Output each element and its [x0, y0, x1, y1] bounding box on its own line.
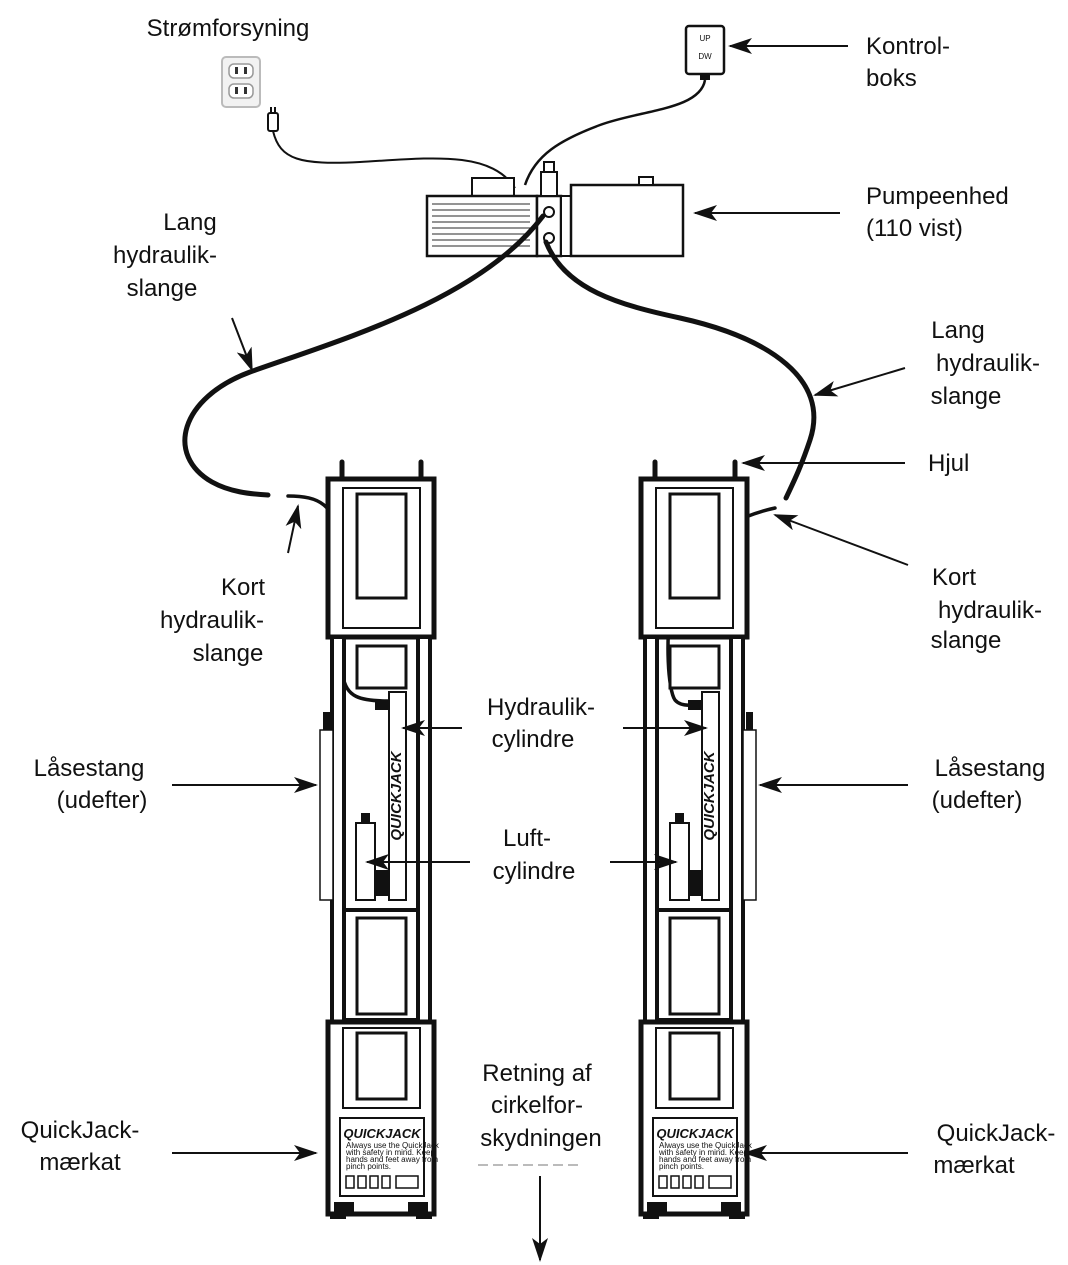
wheel-label: Hjul	[928, 450, 969, 477]
power-cord	[272, 130, 516, 189]
lock-bar-right-label-line1: Låsestang	[935, 755, 1046, 782]
arrow-long-hose-left	[231, 317, 253, 372]
power-supply-label: Strømforsyning	[147, 15, 310, 42]
quickjack-label-right-line2: mærkat	[933, 1152, 1015, 1179]
hydraulic-cylinders-label-line1: Hydraulik-	[487, 694, 595, 721]
control-cable	[523, 79, 707, 186]
direction-label-line3: skydningen	[480, 1125, 601, 1152]
arrow-short-hose-left	[285, 504, 302, 554]
pump-unit	[425, 161, 685, 258]
quickjack-decal-left: QUICKJACK Always use the QuickJack with …	[339, 1117, 440, 1197]
power-outlet	[221, 56, 261, 108]
air-cylinder-right	[669, 813, 702, 901]
hydraulic-cylinder-left: QUICKJACK	[375, 691, 407, 901]
decal-title-left: QUICKJACK	[343, 1126, 422, 1141]
arrow-short-hose-right	[773, 514, 909, 566]
air-cylinders-label-line2: cylindre	[493, 858, 576, 885]
decal-text-left-2: with safety in mind. Keep	[345, 1148, 435, 1157]
decal-text-right-4: pinch points.	[659, 1162, 704, 1171]
control-down-text: DW	[698, 52, 712, 61]
decal-text-right-2: with safety in mind. Keep	[658, 1148, 748, 1157]
decal-title-right: QUICKJACK	[656, 1126, 735, 1141]
air-cylinder-left	[355, 813, 389, 901]
direction-label-line1: Retning af	[482, 1060, 592, 1087]
lock-bar-left	[319, 712, 334, 901]
quickjack-decal-right: QUICKJACK Always use the QuickJack with …	[652, 1117, 753, 1197]
quickjack-left	[325, 459, 437, 1219]
decal-text-right-3: hands and feet away from	[659, 1155, 751, 1164]
lock-bar-right-label-line2: (udefter)	[932, 787, 1023, 814]
pump-unit-label-line2: (110 vist)	[866, 215, 963, 242]
direction-label-line2: cirkelfor-	[491, 1092, 583, 1119]
hydraulic-cylinders-label-line2: cylindre	[492, 726, 575, 753]
short-hose-right-label-line2: hydraulik-	[938, 597, 1042, 624]
long-hose-left-label-line3: slange	[127, 275, 198, 302]
quickjack-label-left-line2: mærkat	[39, 1149, 121, 1176]
short-hose-left-label-line2: hydraulik-	[160, 607, 264, 634]
long-hose-right	[543, 239, 817, 501]
quickjack-label-right-line1: QuickJack-	[937, 1120, 1056, 1147]
decal-text-left-4: pinch points.	[346, 1162, 391, 1171]
control-box-label-line1: Kontrol-	[866, 33, 950, 60]
air-cylinders-label-line1: Luft-	[503, 825, 551, 852]
pump-unit-label-line1: Pumpeenhed	[866, 183, 1009, 210]
long-hose-left	[182, 213, 546, 498]
cylinder-brand-right: QUICKJACK	[701, 750, 718, 840]
lock-bar-left-label-line2: (udefter)	[57, 787, 148, 814]
long-hose-right-label-line3: slange	[931, 383, 1002, 410]
control-box: UP DW	[684, 24, 726, 80]
decal-text-right-1: Always use the QuickJack	[659, 1141, 753, 1150]
short-hose-left-label-line1: Kort	[221, 574, 265, 601]
quickjack-right	[638, 459, 750, 1219]
arrow-long-hose-right	[813, 367, 906, 397]
control-up-text: UP	[699, 34, 710, 43]
quickjack-label-left-line1: QuickJack-	[21, 1117, 140, 1144]
lock-bar-right	[742, 712, 757, 901]
long-hose-right-label-line2: hydraulik-	[936, 350, 1040, 377]
pointer-arrows	[172, 38, 909, 1262]
control-box-label-line2: boks	[866, 65, 917, 92]
short-hose-right-label-line3: slange	[931, 627, 1002, 654]
decal-text-left-3: hands and feet away from	[346, 1155, 438, 1164]
lock-bar-left-label-line1: Låsestang	[34, 755, 145, 782]
hydraulic-cylinder-right: QUICKJACK	[688, 691, 720, 901]
short-hose-right-label-line1: Kort	[932, 564, 976, 591]
cylinder-brand-left: QUICKJACK	[388, 750, 405, 840]
power-plug	[267, 107, 279, 132]
decal-text-left-1: Always use the QuickJack	[346, 1141, 440, 1150]
long-hose-right-label-line1: Lang	[931, 317, 984, 344]
long-hose-left-label-line2: hydraulik-	[113, 242, 217, 269]
long-hose-left-label-line1: Lang	[163, 209, 216, 236]
short-hose-left-label-line3: slange	[193, 640, 264, 667]
